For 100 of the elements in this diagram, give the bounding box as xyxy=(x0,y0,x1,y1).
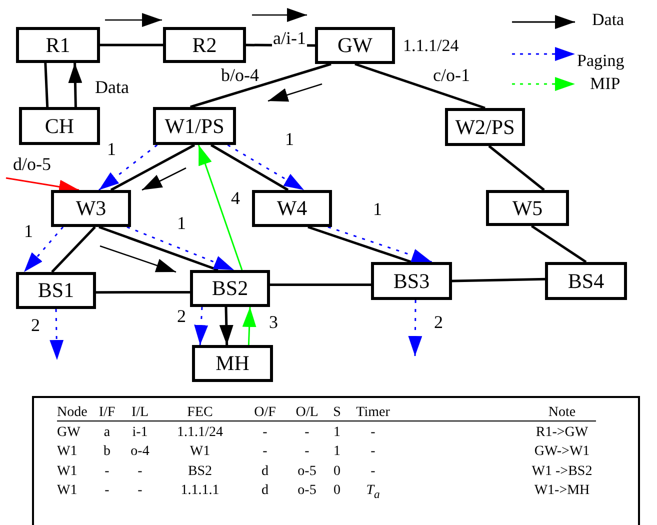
link-line xyxy=(488,145,545,191)
edge-label: 1 xyxy=(372,200,383,218)
node-label: W2/PS xyxy=(455,114,515,140)
table-header: S xyxy=(333,405,341,421)
link-line xyxy=(308,226,412,264)
node-label: W3 xyxy=(76,196,106,221)
table-cell: 0 xyxy=(334,464,340,480)
link-line xyxy=(110,144,196,192)
table-cell: W1 ->BS2 xyxy=(532,464,592,480)
address-label: 1.1.1/24 xyxy=(403,36,459,56)
network-node-box xyxy=(153,107,236,145)
node-label: MH xyxy=(216,351,250,376)
table-cell: - xyxy=(304,444,310,460)
network-node-box xyxy=(445,108,525,146)
link-line xyxy=(452,278,546,282)
arrow xyxy=(328,226,432,263)
table-header: Node xyxy=(57,405,88,421)
arrow xyxy=(23,226,64,272)
node-label: W1/PS xyxy=(164,114,224,138)
edge-label: 4 xyxy=(230,189,241,207)
table-cell: GW->W1 xyxy=(534,444,590,460)
network-node-box xyxy=(16,272,96,309)
legend-label: Data xyxy=(592,10,624,30)
table-cell: - xyxy=(262,425,268,441)
node-label: W4 xyxy=(276,196,308,221)
edge-label: 2 xyxy=(30,316,41,334)
table-cell: - xyxy=(370,444,376,460)
node-label: R1 xyxy=(46,32,70,58)
table-cell: BS2 xyxy=(188,464,212,480)
arrow xyxy=(227,144,304,191)
network-node-box xyxy=(51,190,131,227)
edge-label: 1 xyxy=(23,222,34,240)
table-cell: o-4 xyxy=(130,444,150,460)
network-node-box xyxy=(486,190,569,226)
table-cell: 1.1.1/24 xyxy=(177,425,223,441)
network-node-box xyxy=(16,27,100,63)
edge-label: b/o-4 xyxy=(220,66,260,84)
table-cell: 1 xyxy=(334,444,340,460)
legend-label: Paging xyxy=(577,51,624,71)
edge-label: c/o-1 xyxy=(432,66,471,84)
table-cell: - xyxy=(104,464,110,480)
network-node-box xyxy=(163,27,246,63)
arrow xyxy=(50,308,64,360)
table-cell: 0 xyxy=(334,483,340,499)
node-label: BS4 xyxy=(568,268,604,294)
edge-label: 1 xyxy=(176,214,187,232)
edge-label: 2 xyxy=(433,313,444,331)
table-cell: W1 xyxy=(57,464,78,480)
table-header: O/F xyxy=(254,405,276,421)
network-node-box xyxy=(315,27,395,64)
table-header: Timer xyxy=(356,405,390,421)
table-cell: 1.1.1.1 xyxy=(180,483,220,499)
arrow xyxy=(126,226,234,271)
table-header: O/L xyxy=(296,405,318,421)
link-line xyxy=(96,290,190,294)
edge-label: 3 xyxy=(268,313,279,331)
table-cell: T$_{a}$ xyxy=(366,483,380,503)
arrow xyxy=(194,306,208,346)
edge-label: d/o-5 xyxy=(12,155,52,173)
link-line xyxy=(270,284,371,286)
network-node-box xyxy=(252,190,332,227)
table-header: I/F xyxy=(98,405,116,421)
table-header: FEC xyxy=(187,405,213,421)
network-node-box xyxy=(19,107,100,145)
table-cell: - xyxy=(304,425,310,441)
link-line xyxy=(190,62,332,108)
link-line xyxy=(530,224,587,264)
table-cell: - xyxy=(370,464,376,480)
network-node-box xyxy=(371,262,452,300)
table-cell: - xyxy=(138,483,142,499)
table-cell: d xyxy=(262,464,268,480)
table-cell: o-5 xyxy=(298,483,316,499)
network-node-box xyxy=(190,270,270,307)
table-cell: - xyxy=(370,425,376,441)
network-node-box xyxy=(545,262,627,300)
legend-label: MIP xyxy=(590,74,620,94)
node-label: CH xyxy=(44,114,74,138)
table-cell: - xyxy=(262,444,268,460)
arrow xyxy=(242,306,256,346)
link-line xyxy=(51,226,96,273)
table-cell: GW xyxy=(57,425,80,441)
arrow xyxy=(408,300,422,356)
node-label: W5 xyxy=(512,196,543,220)
link-line xyxy=(100,44,163,46)
table-cell: W1 xyxy=(57,483,78,499)
table-header: I/L xyxy=(131,405,149,421)
node-label: BS3 xyxy=(393,268,430,294)
table-cell: o-5 xyxy=(298,464,316,480)
table-cell: - xyxy=(104,483,110,499)
arrow xyxy=(98,144,158,191)
table-cell: W1 xyxy=(57,444,78,460)
edge-label: a/i-1 xyxy=(272,29,307,47)
table-cell: i-1 xyxy=(132,425,148,441)
arrow xyxy=(68,62,82,108)
link-line xyxy=(210,144,289,192)
node-label: GW xyxy=(338,33,372,58)
network-node-box xyxy=(192,345,273,382)
edge-label: 1 xyxy=(106,140,117,158)
table-cell: R1->GW xyxy=(536,425,588,441)
arrow xyxy=(219,306,234,346)
